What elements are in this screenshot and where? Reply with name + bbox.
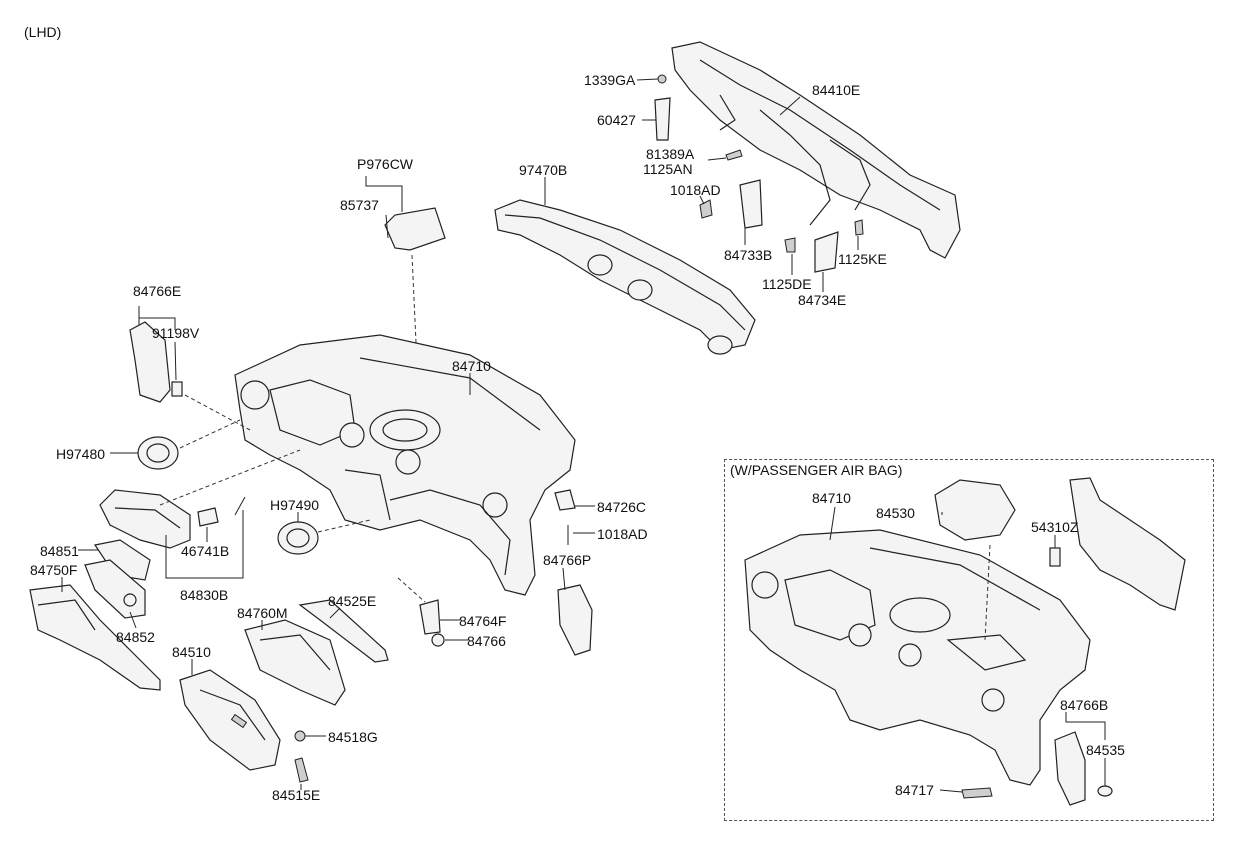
bumper-84518G [294, 730, 306, 742]
part-label-1125DE: 1125DE [762, 276, 812, 292]
bracket-84726C [554, 489, 576, 511]
part-label-81389A: 81389A [646, 146, 695, 162]
part-label-97470B: 97470B [519, 162, 568, 178]
part-label-H97480: H97480 [56, 446, 106, 462]
part-label-H97490: H97490 [270, 497, 320, 513]
pad-84717 [961, 787, 993, 799]
crash-pad-main [234, 334, 576, 596]
part-label-84717: 84717 [895, 782, 934, 798]
part-label-84766E: 84766E [133, 283, 182, 299]
vent-H97480 [137, 436, 179, 470]
part-label-1125AN: 1125AN [643, 161, 693, 177]
lower-panel-84750F [29, 584, 161, 691]
part-label-84830B: 84830B [180, 587, 229, 603]
part-label-84766B: 84766B [1060, 697, 1109, 713]
bracket-84764F [419, 599, 441, 635]
part-label-84710-inset: 84710 [812, 490, 851, 506]
switch-46741B [197, 507, 219, 527]
cover-84766B [1054, 731, 1086, 806]
part-label-84766P: 84766P [543, 552, 592, 568]
part-label-84851: 84851 [40, 543, 79, 559]
part-label-1018AD-mid: 1018AD [597, 526, 648, 542]
glove-box [179, 669, 281, 771]
cowl-cross-bar [671, 41, 961, 273]
airbag-84530 [934, 479, 1016, 541]
bracket-60427 [654, 97, 671, 141]
part-label-84734E: 84734E [798, 292, 847, 308]
variant-label: (LHD) [24, 24, 62, 40]
latch-84515E [294, 757, 309, 783]
heater-duct [494, 199, 756, 355]
part-label-1339GA: 1339GA [584, 72, 636, 88]
inset-title: (W/PASSENGER AIR BAG) [730, 462, 903, 478]
part-label-84764F: 84764F [459, 613, 507, 629]
inset-crash-pad [744, 529, 1091, 786]
part-label-54310Z: 54310Z [1031, 519, 1079, 535]
part-label-84852: 84852 [116, 629, 155, 645]
part-label-84525E: 84525E [328, 593, 377, 609]
side-cover-84766E [129, 321, 171, 403]
nut-1339GA [657, 74, 667, 84]
part-label-60427: 60427 [597, 112, 636, 128]
part-label-84733B: 84733B [724, 247, 773, 263]
part-label-84760M: 84760M [237, 605, 288, 621]
part-label-85737: 85737 [340, 197, 379, 213]
part-label-84750F: 84750F [30, 562, 78, 578]
bolt-81389A [725, 149, 743, 161]
bracket-84760M [244, 619, 346, 706]
bolt-1125DE [784, 237, 796, 253]
passenger-airbag-inset [724, 459, 1214, 821]
pad-91198V [171, 381, 183, 397]
part-label-84710: 84710 [452, 358, 491, 374]
cover-84766P [557, 584, 593, 656]
cover-85737 [384, 207, 446, 251]
part-label-84530: 84530 [876, 505, 915, 521]
inset-bracket [1069, 477, 1186, 611]
part-label-1018AD-top: 1018AD [670, 182, 721, 198]
part-label-84726C: 84726C [597, 499, 647, 515]
part-label-46741B: 46741B [181, 543, 230, 559]
part-label-P976CW: P976CW [357, 156, 414, 172]
part-label-84510: 84510 [172, 644, 211, 660]
leader-lines [61, 78, 1106, 793]
part-label-84766: 84766 [467, 633, 506, 649]
bolt-1018AD-top [699, 199, 713, 219]
part-label-91198V: 91198V [152, 325, 200, 341]
bar-84525E [298, 599, 389, 663]
part-label-84535: 84535 [1086, 742, 1125, 758]
vent-H97490 [277, 521, 319, 555]
bolt-1125KE [854, 219, 864, 236]
part-label-84410E: 84410E [812, 82, 861, 98]
part-label-84515E: 84515E [272, 787, 321, 803]
part-label-84518G: 84518G [328, 729, 378, 745]
part-label-1125KE: 1125KE [838, 251, 887, 267]
cluster-fascia [99, 489, 191, 549]
clip-84766 [431, 633, 445, 647]
